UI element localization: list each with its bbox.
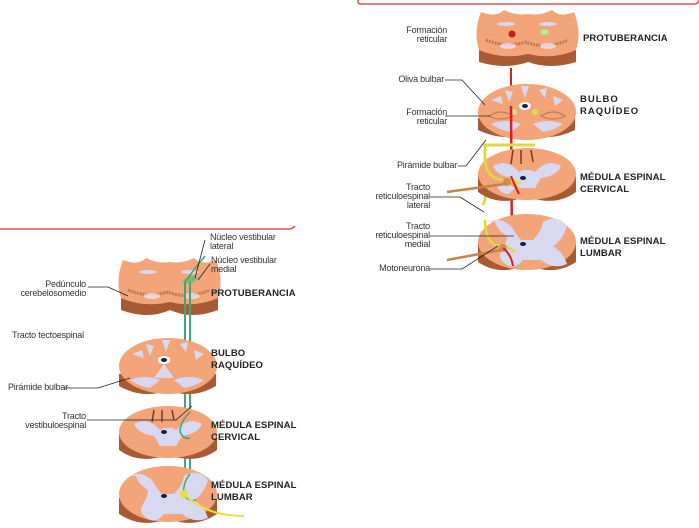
label-line: medial (211, 264, 237, 274)
label-line: Formación (406, 107, 447, 117)
lumbar-section-left (119, 466, 245, 523)
label-formacion-reticular-pons: Formación reticular (395, 26, 447, 44)
level-line: CERVICAL (580, 184, 630, 195)
motor-axon-left (183, 493, 245, 517)
label-tracto-tectoespinal: Tracto tectoespinal (12, 331, 84, 340)
level-line: LUMBAR (211, 492, 253, 503)
label-nucleo-vestibular-lateral: Núcleo vestibular lateral (210, 233, 276, 251)
label-line: vestibuloespinal (25, 420, 86, 430)
level-line: PROTUBERANCIA (583, 33, 668, 44)
level-line: LUMBAR (580, 248, 622, 259)
label-line: Tracto (62, 411, 86, 421)
label-line: Tracto (406, 182, 430, 192)
label-line: lateral (210, 241, 234, 251)
label-line: reticular (416, 34, 447, 44)
level-bulbo-left: BULBO RAQUÍDEO (211, 348, 263, 372)
level-line: CERVICAL (211, 432, 261, 443)
label-tracto-lateral: Tracto reticuloespinal lateral (358, 183, 430, 210)
level-protuberancia-right: PROTUBERANCIA (583, 33, 668, 45)
level-lumbar-right: MÉDULA ESPINAL LUMBAR (580, 236, 666, 260)
label-oliva-bulbar: Oliva bulbar (388, 75, 444, 84)
label-line: Núcleo vestibular (210, 232, 276, 242)
level-cervical-left: MÉDULA ESPINAL CERVICAL (211, 420, 297, 444)
label-line: Pirámide bulbar (8, 382, 69, 392)
label-tracto-medial: Tracto reticuloespinal medial (358, 222, 430, 249)
lumbar-section (446, 214, 576, 271)
frame-border-left (0, 225, 296, 230)
level-line: RAQUÍDEO (580, 106, 640, 117)
level-lumbar-left: MÉDULA ESPINAL LUMBAR (211, 480, 297, 504)
label-line: cerebelosomedio (20, 288, 86, 298)
level-line: PROTUBERANCIA (211, 288, 296, 299)
level-line: MÉDULA ESPINAL (580, 236, 666, 247)
cervical-section (446, 148, 576, 201)
level-bulbo-right: BULBO RAQUÍDEO (580, 94, 639, 118)
level-line: MÉDULA ESPINAL (211, 480, 297, 491)
label-line: reticuloespinal (375, 230, 430, 240)
label-line: lateral (406, 200, 430, 210)
cervical-section-left (119, 406, 217, 459)
level-line: MÉDULA ESPINAL (211, 420, 297, 431)
label-line: Formación (406, 25, 447, 35)
label-line: reticular (416, 116, 447, 126)
label-line: Oliva bulbar (398, 74, 444, 84)
right-leader-lines (430, 79, 514, 270)
label-piramide-bulbar-left: Pirámide bulbar (8, 383, 68, 392)
level-line: MÉDULA ESPINAL (580, 172, 666, 183)
label-line: Tracto (406, 221, 430, 231)
level-line: BULBO (211, 348, 246, 359)
level-protuberancia-left: PROTUBERANCIA (211, 288, 296, 300)
label-line: reticuloespinal (375, 191, 430, 201)
label-line: Tracto tectoespinal (12, 330, 84, 340)
pons-section-left (118, 258, 221, 315)
level-cervical-right: MÉDULA ESPINAL CERVICAL (580, 172, 666, 196)
label-piramide-bulbar: Pirámide bulbar (375, 161, 457, 170)
medulla-section-left (119, 338, 217, 395)
pons-section (476, 10, 579, 66)
left-leader-lines (64, 239, 211, 421)
label-pedunculo: Pedúnculo cerebelosomedio (10, 280, 86, 298)
label-line: medial (404, 239, 431, 249)
label-nucleo-vestibular-medial: Núcleo vestibular medial (211, 256, 277, 274)
label-line: Pirámide bulbar (396, 160, 457, 170)
level-line: BULBO (580, 94, 619, 105)
label-tracto-vestibuloespinal: Tracto vestibuloespinal (10, 412, 86, 430)
label-line: Núcleo vestibular (211, 255, 277, 265)
level-line: RAQUÍDEO (211, 360, 263, 371)
label-line: Motoneurona (379, 263, 430, 273)
medulla-section (478, 84, 576, 140)
label-formacion-reticular-bulbo: Formación reticular (395, 108, 447, 126)
reticular-nucleus-red (508, 30, 516, 38)
label-motoneurona: Motoneurona (358, 264, 430, 273)
label-line: Pedúnculo (45, 279, 86, 289)
